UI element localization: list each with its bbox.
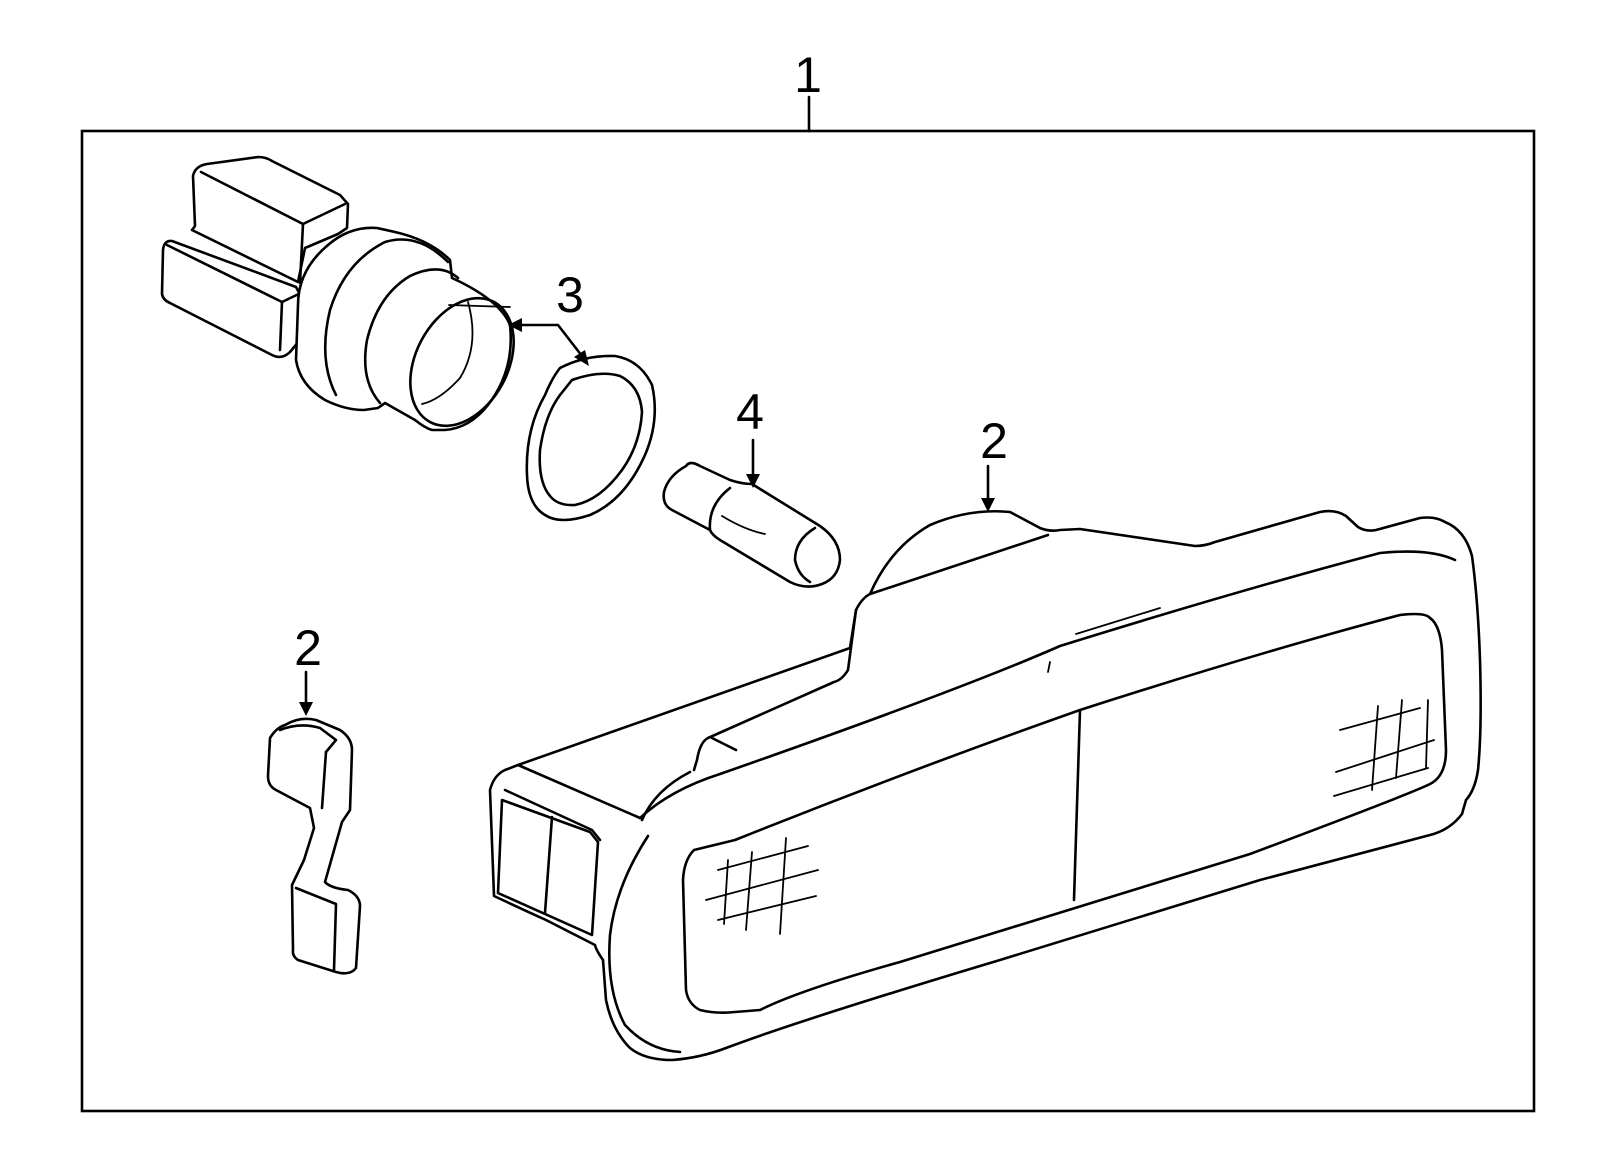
callout-4-label: 4 [736, 384, 764, 440]
callout-2-right-label: 2 [980, 413, 1008, 469]
small-socket [266, 717, 362, 975]
bulb [662, 461, 842, 588]
callout-2-left-label: 2 [294, 620, 322, 676]
callout-1-label: 1 [794, 47, 822, 103]
lamp-housing [488, 509, 1482, 1062]
connector-housing [160, 155, 515, 432]
callout-3-label: 3 [556, 267, 584, 323]
callout-3-leader [518, 323, 584, 358]
gasket [525, 354, 657, 522]
